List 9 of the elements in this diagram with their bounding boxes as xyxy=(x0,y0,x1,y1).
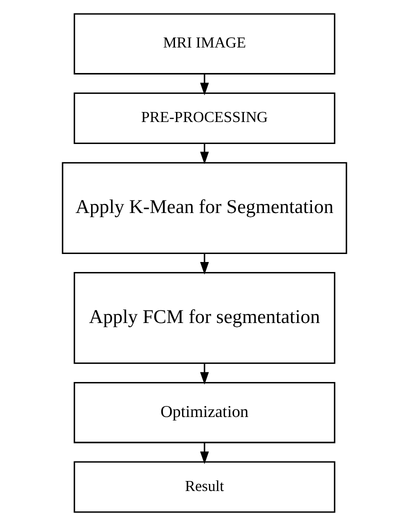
node-box: Apply K-Mean for Segmentation xyxy=(62,162,348,254)
arrow xyxy=(200,442,209,464)
node-box: PRE-PROCESSING xyxy=(74,92,336,144)
arrow xyxy=(200,74,209,96)
arrow xyxy=(200,364,209,385)
node-box: MRI IMAGE xyxy=(74,13,336,74)
node-box: Optimization xyxy=(74,382,336,444)
node-box: Result xyxy=(74,461,336,513)
node-box: Apply FCM for segmentation xyxy=(74,272,336,364)
